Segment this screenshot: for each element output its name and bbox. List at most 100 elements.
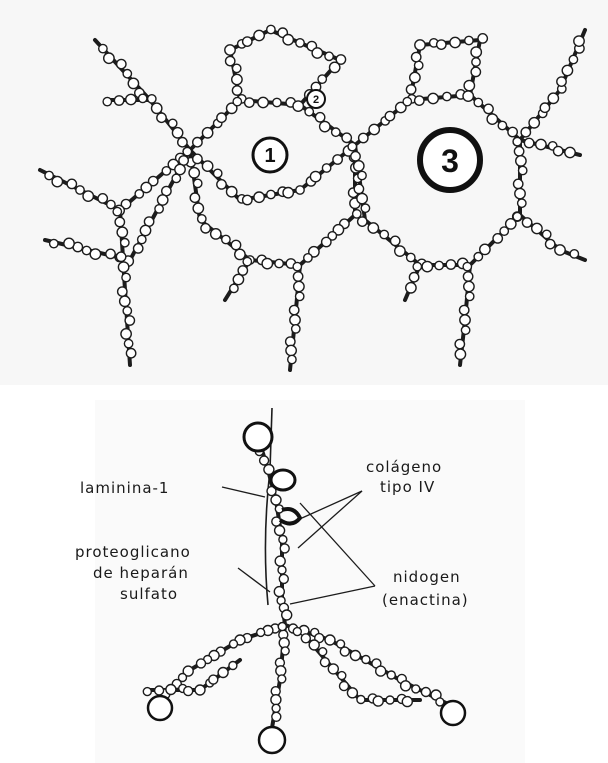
bead: [484, 104, 493, 113]
bead: [118, 262, 128, 272]
bead: [258, 97, 268, 107]
bead: [272, 704, 280, 712]
bead: [422, 261, 432, 271]
terminal-globule: [148, 696, 172, 720]
bead: [178, 138, 187, 147]
bead: [391, 236, 400, 245]
bead: [332, 128, 340, 136]
bead: [446, 260, 455, 269]
bead: [310, 171, 320, 181]
bead: [385, 111, 394, 120]
bead: [461, 326, 469, 334]
bead: [463, 272, 472, 281]
bead: [412, 52, 421, 61]
bead: [466, 292, 474, 300]
bead: [574, 36, 584, 46]
bead: [274, 587, 284, 597]
bead: [125, 316, 134, 325]
bead: [117, 59, 126, 68]
bead: [273, 98, 281, 106]
bead: [52, 176, 62, 186]
bead: [514, 147, 523, 156]
bead: [357, 193, 367, 203]
bead: [275, 259, 283, 267]
bead: [230, 284, 238, 292]
bead: [280, 544, 289, 553]
bead: [415, 96, 424, 105]
bead: [209, 675, 218, 684]
label-collagen-line2: tipo IV: [380, 478, 435, 496]
bead: [293, 101, 303, 111]
bead: [402, 697, 412, 707]
bead: [260, 456, 269, 465]
bead: [500, 227, 508, 235]
bead: [113, 207, 121, 215]
bead: [387, 671, 395, 679]
bead: [275, 526, 285, 536]
bead: [232, 86, 241, 95]
bead: [320, 658, 329, 667]
bead: [283, 188, 293, 198]
bead: [267, 190, 275, 198]
bead: [304, 254, 312, 262]
bead: [320, 121, 330, 131]
bead: [271, 495, 281, 505]
bead: [225, 45, 235, 55]
bead: [536, 139, 546, 149]
bead: [243, 195, 252, 204]
bead: [190, 193, 199, 202]
bead: [330, 62, 340, 72]
bead: [292, 325, 300, 333]
bead: [254, 192, 264, 202]
bead: [455, 349, 465, 359]
bead: [543, 230, 551, 238]
bead: [166, 685, 176, 695]
bead: [296, 186, 304, 194]
bead: [276, 666, 286, 676]
bead: [471, 47, 481, 57]
bead: [557, 77, 566, 86]
bead: [463, 262, 471, 270]
bead: [45, 171, 53, 179]
svg-text:1: 1: [264, 145, 275, 167]
bead: [157, 113, 166, 122]
bead: [464, 80, 474, 90]
bead: [305, 108, 313, 116]
bead: [342, 133, 351, 142]
bead: [359, 133, 368, 142]
bead: [67, 179, 76, 188]
bead: [155, 686, 164, 695]
bead: [493, 234, 502, 243]
bead: [143, 688, 151, 696]
collagen-globule: [271, 470, 295, 490]
bead: [437, 40, 446, 49]
bead: [99, 44, 107, 52]
bead: [128, 78, 138, 88]
bead: [278, 623, 286, 631]
bead: [106, 249, 115, 258]
bead: [162, 167, 170, 175]
bead: [195, 685, 205, 695]
bead: [450, 37, 460, 47]
bead: [513, 137, 521, 145]
bead: [471, 67, 480, 76]
bead: [293, 628, 301, 636]
bead: [540, 103, 549, 112]
bead: [169, 119, 177, 127]
bead: [570, 250, 578, 258]
bead: [515, 188, 525, 198]
bead: [120, 296, 130, 306]
bead: [410, 72, 420, 82]
bead: [135, 190, 143, 198]
bead: [395, 246, 405, 256]
bead: [114, 96, 123, 105]
bead: [351, 152, 360, 161]
bead: [189, 168, 199, 178]
bead: [104, 53, 114, 63]
bead: [498, 121, 506, 129]
bead: [122, 273, 130, 281]
bead: [421, 688, 430, 697]
bead: [548, 93, 558, 103]
bead: [257, 628, 265, 636]
